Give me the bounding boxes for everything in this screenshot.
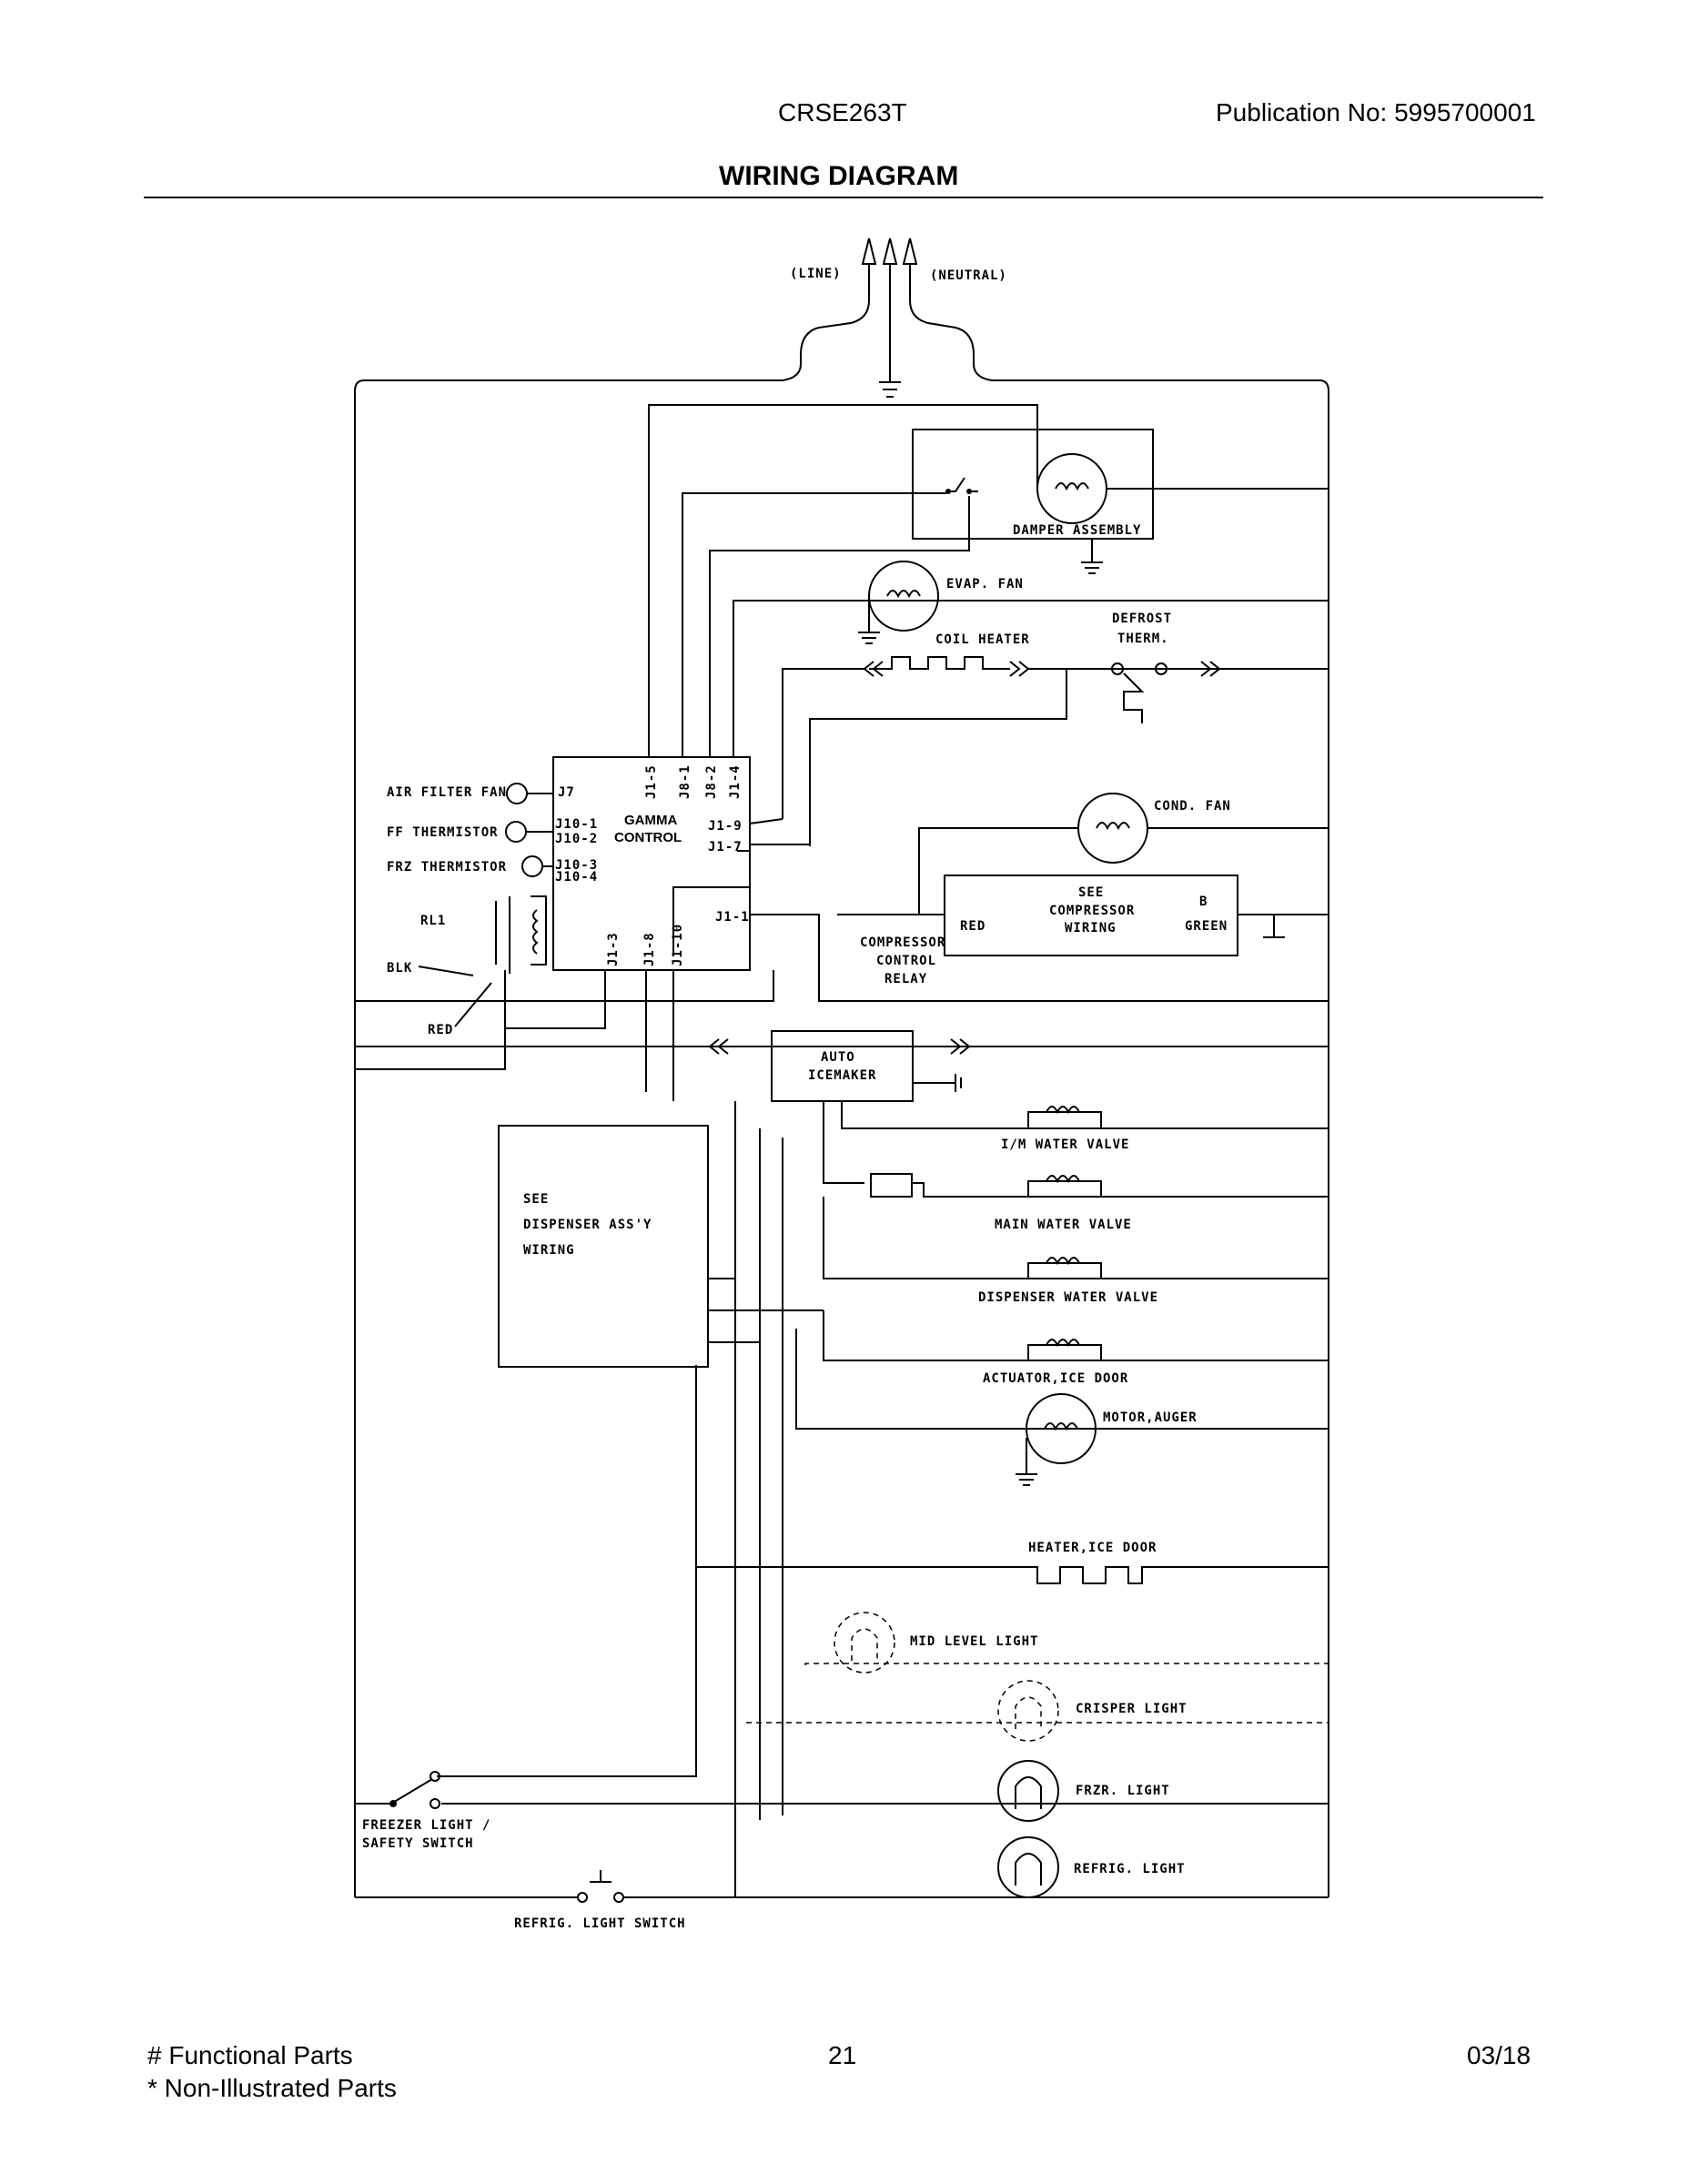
title-rule: [144, 197, 1543, 198]
power-cord: [354, 238, 1329, 1897]
ccr-label-2: CONTROL: [876, 954, 936, 968]
j1-3-label: J1-3: [606, 932, 621, 966]
j1-10-label: J1-10: [671, 924, 685, 966]
auto-label: AUTO: [821, 1050, 855, 1065]
icemaker-label: ICEMAKER: [808, 1068, 876, 1083]
fz-switch-label-2: SAFETY SWITCH: [362, 1836, 474, 1851]
main-water-valve-label: MAIN WATER VALVE: [995, 1218, 1132, 1232]
j8-2-label: J8-2: [704, 764, 719, 799]
main-water-valve: [823, 1173, 1329, 1279]
revision-date: 03/18: [1467, 2041, 1531, 2069]
comp-green-label: GREEN: [1185, 919, 1228, 934]
ccr-label-1: COMPRESSOR: [860, 935, 945, 950]
j10-1-label: J10-1: [555, 817, 598, 832]
actuator-label: ACTUATOR,ICE DOOR: [983, 1371, 1128, 1386]
j10-2-label: J10-2: [555, 832, 598, 846]
non-illustrated-parts-note: * Non-Illustrated Parts: [147, 2074, 397, 2102]
fz-switch-label-1: FREEZER LIGHT /: [362, 1818, 490, 1833]
ff-thermistor-label: FF THERMISTOR: [387, 825, 499, 840]
see-label: SEE: [1078, 885, 1104, 900]
j7-label: J7: [558, 785, 575, 800]
cond-fan: [918, 793, 1329, 915]
j1-9-label: J1-9: [708, 819, 743, 834]
damper-assembly: [912, 429, 1329, 574]
crisper-light: [746, 1680, 1329, 1742]
gamma-label: GAMMA: [624, 813, 677, 828]
red-label: RED: [428, 1023, 453, 1037]
freezer-safety-switch: [355, 1365, 697, 1809]
im-water-valve: [1027, 1106, 1102, 1128]
heater-ice-door: [696, 1566, 1329, 1584]
publication-number: Publication No: 5995700001: [1216, 98, 1536, 126]
mid-level-light-label: MID LEVEL LIGHT: [910, 1634, 1038, 1649]
damper-label: DAMPER ASSEMBLY: [1013, 523, 1141, 538]
evap-fan: [858, 561, 939, 644]
functional-parts-note: # Functional Parts: [147, 2041, 353, 2069]
dispenser-water-valve: [1027, 1257, 1102, 1279]
page-number: 21: [828, 2041, 857, 2069]
compressor-box: [837, 875, 1329, 956]
wiring-label: WIRING: [1065, 921, 1117, 935]
gamma-control-label: CONTROL: [614, 830, 682, 845]
dispenser-see-label: SEE: [523, 1192, 549, 1207]
j8-1-label: J8-1: [678, 764, 692, 799]
comp-b-label: B: [1199, 895, 1208, 909]
heater-label: HEATER,ICE DOOR: [1028, 1541, 1157, 1555]
frz-thermistor-label: FRZ THERMISTOR: [387, 860, 507, 875]
model-number: CRSE263T: [778, 98, 907, 126]
dispenser-wiring-label: WIRING: [523, 1243, 575, 1258]
dispenser-water-valve-label: DISPENSER WATER VALVE: [978, 1290, 1158, 1305]
air-filter-fan-label: AIR FILTER FAN: [387, 785, 507, 800]
refrig-light-switch: [355, 1870, 1329, 1903]
defrost-therm-label: THERM.: [1117, 632, 1169, 646]
j10-3-label: J10-3: [555, 858, 598, 873]
gamma-control: [495, 756, 751, 974]
dispenser-assy-label: DISPENSER ASS'Y: [523, 1218, 652, 1232]
coil-heater: [782, 656, 1329, 846]
evap-fan-label: EVAP. FAN: [946, 577, 1024, 592]
im-water-valve-label: I/M WATER VALVE: [1001, 1138, 1129, 1152]
j1-1-label: J1-1: [715, 910, 750, 925]
refrig-switch-label: REFRIG. LIGHT SWITCH: [514, 1916, 686, 1931]
freezer-light: [441, 1760, 1329, 1822]
neutral-label: (NEUTRAL): [930, 268, 1007, 283]
motor-auger: [1016, 1393, 1097, 1486]
page-title: WIRING DIAGRAM: [719, 161, 959, 191]
comp-red-label: RED: [960, 919, 986, 934]
rl1-label: RL1: [420, 914, 446, 928]
coil-heater-label: COIL HEATER: [935, 632, 1030, 647]
crisper-light-label: CRISPER LIGHT: [1076, 1702, 1188, 1716]
actuator-ice-door: [823, 1310, 1329, 1361]
j1-7-label: J1-7: [708, 840, 743, 854]
mid-level-light: [804, 1612, 1329, 1673]
j1-4-label: J1-4: [728, 764, 743, 799]
ccr-label-3: RELAY: [884, 972, 927, 986]
defrost-label: DEFROST: [1112, 612, 1172, 626]
frzr-light-label: FRZR. LIGHT: [1076, 1784, 1170, 1798]
dispenser-box: [498, 1125, 824, 1368]
cond-fan-label: COND. FAN: [1154, 799, 1231, 814]
blk-label: BLK: [387, 961, 412, 976]
compressor-label: COMPRESSOR: [1049, 904, 1135, 918]
line-label: (LINE): [790, 267, 842, 281]
j10-4-label: J10-4: [555, 870, 598, 885]
j1-5-label: J1-5: [644, 764, 659, 799]
refrig-light: [997, 1836, 1059, 1898]
j1-8-label: J1-8: [642, 932, 657, 966]
refrig-light-label: REFRIG. LIGHT: [1074, 1862, 1186, 1876]
motor-auger-label: MOTOR,AUGER: [1103, 1410, 1198, 1425]
auto-icemaker: [708, 1030, 1329, 1184]
